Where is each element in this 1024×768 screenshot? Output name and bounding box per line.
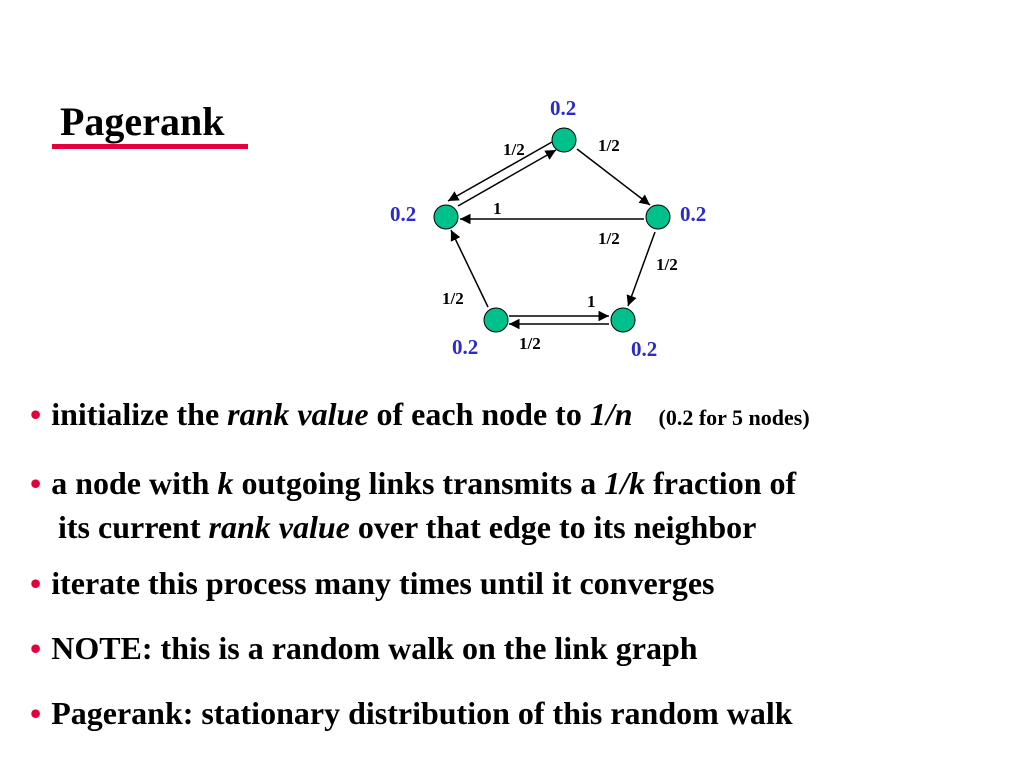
edge-right-to-bottom-right [626, 231, 656, 307]
edge-label: 1/2 [598, 229, 620, 248]
node-value-bottom-left: 0.2 [452, 335, 478, 359]
edge-label: 1 [587, 292, 596, 311]
bullet-note-random-walk: •NOTE: this is a random walk on the link… [30, 630, 698, 666]
bullet-initialize: •initialize the rank value of each node … [30, 396, 810, 432]
bullet-stationary: •Pagerank: stationary distribution of th… [30, 695, 793, 731]
node-value-left: 0.2 [390, 202, 416, 226]
node-left [433, 204, 459, 230]
title-underline [52, 144, 248, 149]
edge-label: 1/2 [503, 140, 525, 159]
edge-label: 1/2 [519, 334, 541, 353]
bullet-continuation: its current rank value over that edge to… [58, 509, 757, 545]
node-value-top: 0.2 [550, 96, 576, 120]
edge-label: 1 [493, 199, 502, 218]
edge-bottom-left-to-left [450, 229, 489, 308]
node-value-bottom-right: 0.2 [631, 337, 657, 361]
bullet-dot: • [30, 396, 42, 432]
bullet-transmit: •a node with k outgoing links transmits … [30, 461, 1020, 549]
bullet-dot: • [30, 630, 42, 666]
edge-top-to-left [447, 141, 553, 202]
node-top [551, 127, 577, 153]
bullet-dot: • [30, 695, 42, 731]
bullet-iterate: •iterate this process many times until i… [30, 565, 715, 601]
edge-label: 1/2 [598, 136, 620, 155]
bullet-note: (0.2 for 5 nodes) [658, 405, 810, 430]
page-title: Pagerank [60, 99, 225, 144]
edge-top-to-right [576, 148, 651, 206]
node-bottom-right [610, 307, 636, 333]
node-bottom-left [483, 307, 509, 333]
edge-label: 1/2 [656, 255, 678, 274]
pagerank-graph: 1/2 1 1/2 1/2 1/2 1/2 1 1/2 0.2 0.2 0.2 … [390, 96, 706, 361]
node-value-right: 0.2 [680, 202, 706, 226]
edge-left-to-top [457, 149, 557, 207]
bullet-dot: • [30, 465, 42, 501]
bullet-dot: • [30, 565, 42, 601]
edge-label: 1/2 [442, 289, 464, 308]
bullet-list: •initialize the rank value of each node … [30, 392, 1020, 756]
node-right [645, 204, 671, 230]
